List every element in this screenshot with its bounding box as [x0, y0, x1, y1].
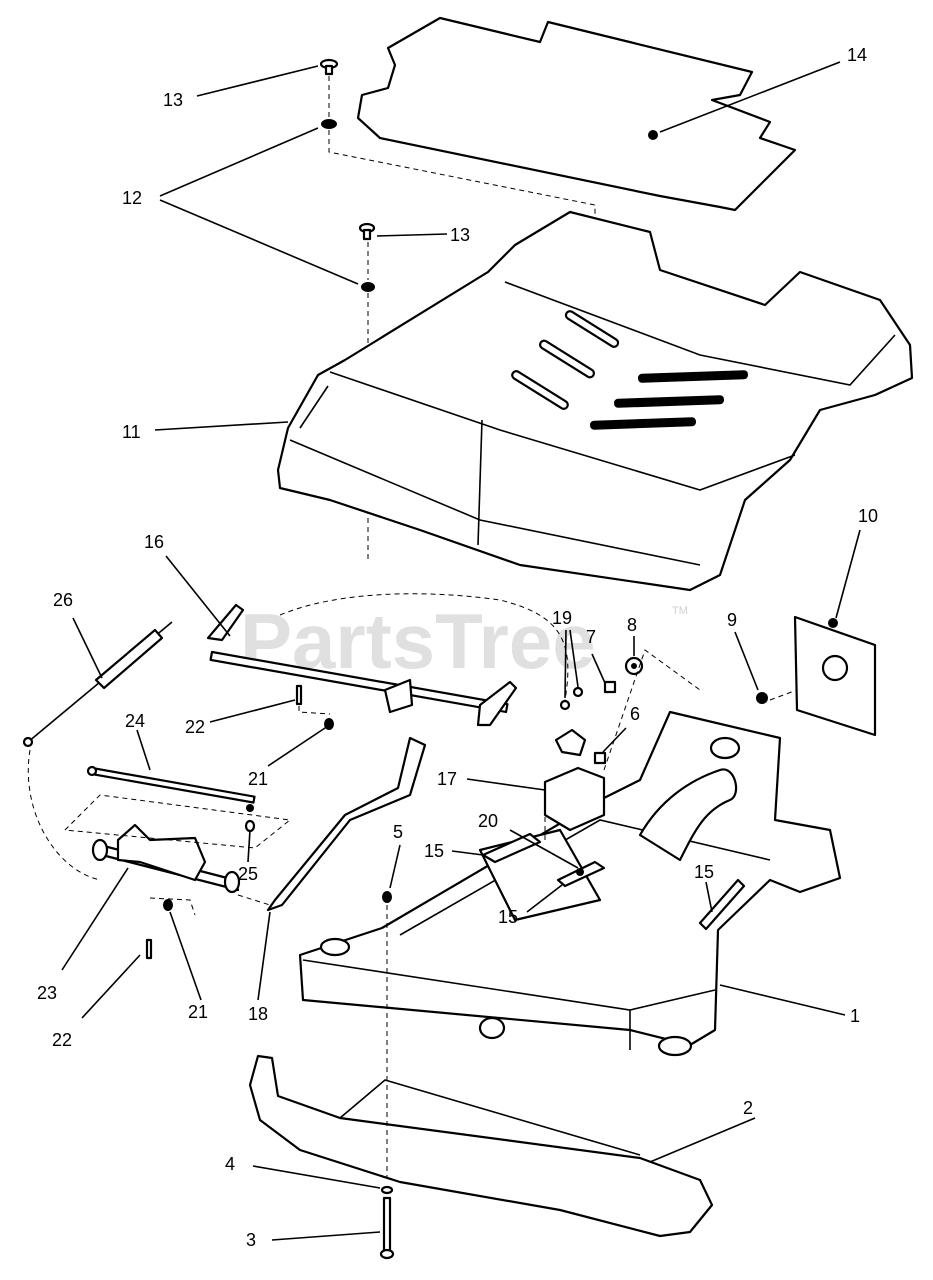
- part-3-bolt[interactable]: [379, 1196, 395, 1260]
- part-21-clip-lower[interactable]: [163, 899, 173, 911]
- part-26-spring[interactable]: [22, 621, 173, 748]
- callout-14: 14: [847, 45, 867, 65]
- callout-9: 9: [727, 610, 737, 630]
- leader-lines: [61, 61, 861, 1241]
- part-24-pin[interactable]: [86, 765, 256, 804]
- callout-10: 10: [858, 506, 878, 526]
- part-13-push-pin-lower[interactable]: [358, 222, 376, 241]
- callout-22-upper: 22: [185, 717, 205, 737]
- part-14-mat[interactable]: [356, 16, 797, 212]
- callout-13-lower: 13: [450, 225, 470, 245]
- callout-26: 26: [53, 590, 73, 610]
- callout-19: 19: [552, 608, 572, 628]
- callout-21-lower: 21: [188, 1002, 208, 1022]
- callout-20: 20: [478, 811, 498, 831]
- callout-labels: 1 2 3 4 5 6 7 8 9 10 11 12 13 13 14 15 1…: [37, 45, 878, 1250]
- callout-15-a: 15: [424, 841, 444, 861]
- part-22-cotter-lower[interactable]: [145, 938, 153, 960]
- callout-23: 23: [37, 983, 57, 1003]
- part-11-seat-pan[interactable]: [276, 210, 914, 592]
- callout-12: 12: [122, 188, 142, 208]
- callout-24: 24: [125, 711, 145, 731]
- part-16-hinge-rod[interactable]: [206, 603, 518, 727]
- part-25-clip[interactable]: [246, 804, 254, 812]
- callout-17: 17: [437, 769, 457, 789]
- part-7-screw[interactable]: [603, 680, 617, 694]
- callout-15-c: 15: [694, 862, 714, 882]
- part-10-plate[interactable]: [793, 615, 877, 737]
- callout-18: 18: [248, 1004, 268, 1024]
- callout-21-upper: 21: [248, 769, 268, 789]
- part-18-rod[interactable]: [266, 736, 427, 912]
- part-12-grommet-lower[interactable]: [361, 282, 375, 292]
- part-5-fastener[interactable]: [382, 891, 392, 903]
- callout-4: 4: [225, 1154, 235, 1174]
- part-9-fastener[interactable]: [756, 692, 768, 704]
- callout-7: 7: [586, 627, 596, 647]
- callout-3: 3: [246, 1230, 256, 1250]
- part-20-fastener[interactable]: [576, 868, 584, 876]
- part-6-nut[interactable]: [593, 751, 607, 765]
- callout-25: 25: [238, 864, 258, 884]
- watermark-trademark: TM: [672, 605, 688, 617]
- part-2-front-plate[interactable]: [248, 1054, 714, 1238]
- part-23-pivot-bracket[interactable]: [91, 823, 241, 894]
- part-15-decal-c[interactable]: [698, 878, 746, 931]
- callout-11: 11: [122, 422, 141, 442]
- callout-6: 6: [630, 704, 640, 724]
- callout-15-b: 15: [498, 907, 518, 927]
- callout-2: 2: [743, 1098, 753, 1118]
- part-22-cotter-upper[interactable]: [295, 684, 303, 706]
- part-15-decal-a[interactable]: [481, 832, 542, 864]
- part-13-push-pin-top[interactable]: [319, 58, 339, 76]
- part-8-nut[interactable]: [624, 656, 644, 676]
- part-19-clip[interactable]: [554, 686, 587, 757]
- callout-13-top: 13: [163, 90, 183, 110]
- callout-5: 5: [393, 822, 403, 842]
- callout-8: 8: [627, 615, 637, 635]
- part-12-grommet-top[interactable]: [321, 119, 337, 129]
- callout-16: 16: [144, 532, 164, 552]
- part-4-washer[interactable]: [380, 1185, 394, 1195]
- callout-1: 1: [850, 1006, 860, 1026]
- part-17-bracket[interactable]: [543, 766, 606, 832]
- callout-22-lower: 22: [52, 1030, 72, 1050]
